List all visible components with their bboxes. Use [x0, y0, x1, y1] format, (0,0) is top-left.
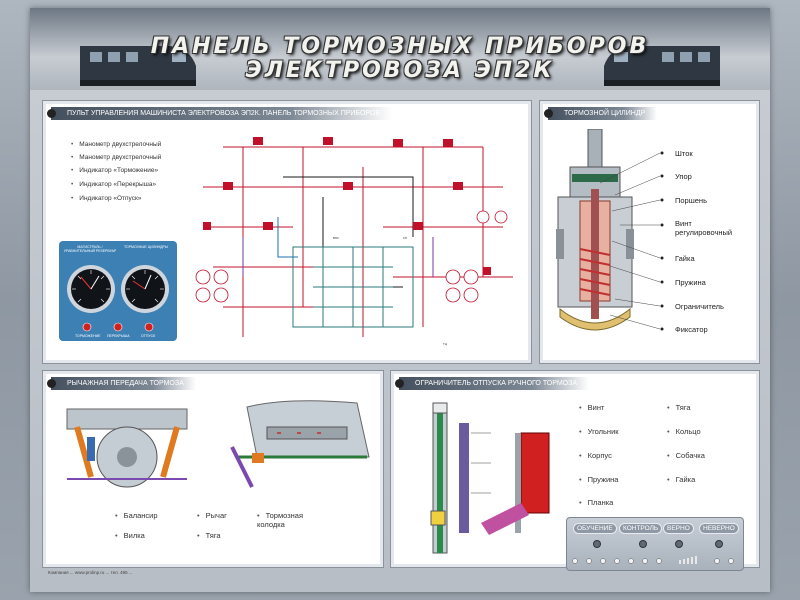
limiter-label: Корпус — [579, 451, 612, 460]
level-indicator — [572, 556, 734, 564]
dual-gauges — [67, 265, 169, 332]
limiter-label: Собачка — [667, 451, 705, 460]
indicator-lamp — [113, 322, 123, 332]
limiter-label: Пружина — [579, 475, 619, 484]
pneumatic-scheme: ВПК КП ТЦ — [195, 137, 513, 346]
lever-label: Рычаг — [197, 511, 227, 520]
locomotive-right — [604, 46, 720, 86]
indicator-lamp — [82, 322, 92, 332]
lamp-label: ОТПУСК — [141, 334, 156, 338]
correct-button[interactable]: ВЕРНО — [663, 523, 694, 534]
cylinder-label: Ограничитель — [675, 302, 724, 311]
gauge-right — [121, 265, 169, 313]
header-banner: ПАНЕЛЬ ТОРМОЗНЫХ ПРИБОРОВ ЭЛЕКТРОВОЗА ЭП… — [30, 8, 770, 90]
gauge-console: МАГИСТРАЛЬ / УРАВНИТЕЛЬНЫЙ РЕЗЕРВУАР ТОР… — [59, 241, 177, 341]
list-item: Манометр двухстрелочный — [71, 154, 161, 161]
lever-drawing — [66, 400, 370, 488]
cylinder-label: Поршень — [675, 196, 707, 205]
locomotive-left — [80, 46, 196, 86]
lever-label: Тормозная колодка — [257, 511, 327, 529]
lever-label: Тяга — [197, 531, 221, 540]
list-item: Индикатор «Отпуск» — [71, 195, 141, 202]
cylinder-drawing — [556, 129, 634, 331]
limiter-drawing — [430, 402, 550, 554]
panel-cylinder-title: ТОРМОЗНОЙ ЦИЛИНДР — [543, 107, 658, 120]
quiz-control-panel: ОБУЧЕНИЕ КОНТРОЛЬ ВЕРНО НЕВЕРНО — [566, 517, 744, 571]
correct-led — [675, 540, 683, 548]
wrong-led — [715, 540, 723, 548]
training-button[interactable]: ОБУЧЕНИЕ — [573, 523, 617, 534]
cylinder-label: Фиксатор — [675, 325, 708, 334]
lever-label: Вилка — [115, 531, 145, 540]
panel-lever-title: РЫЧАЖНАЯ ПЕРЕДАЧА ТОРМОЗА — [47, 377, 196, 390]
gauge-left — [67, 265, 115, 313]
lever-label: Балансир — [115, 511, 158, 520]
svg-text:КП: КП — [403, 236, 407, 240]
limiter-label: Тяга — [667, 403, 691, 412]
limiter-label: Планка — [579, 498, 614, 507]
wrong-button[interactable]: НЕВЕРНО — [699, 523, 739, 534]
cylinder-leader-lines — [599, 151, 664, 331]
panel-control-title: ПУЛЬТ УПРАВЛЕНИЯ МАШИНИСТА ЭЛЕКТРОВОЗА Э… — [46, 107, 393, 120]
control-led — [639, 540, 647, 548]
limiter-label: Угольник — [579, 427, 619, 436]
cylinder-label: Винт регулировочный — [675, 219, 733, 237]
cylinder-label: Пружина — [675, 278, 706, 287]
panel-control-desk: ПУЛЬТ УПРАВЛЕНИЯ МАШИНИСТА ЭЛЕКТРОВОЗА Э… — [42, 100, 532, 364]
training-led — [593, 540, 601, 548]
list-item: Индикатор «Торможение» — [71, 167, 158, 174]
list-item: Индикатор «Перекрыша» — [71, 181, 156, 188]
indicator-lamp — [144, 322, 154, 332]
panel-limiter-title: ОГРАНИЧИТЕЛЬ ОТПУСКА РУЧНОГО ТОРМОЗА — [395, 377, 589, 390]
control-button[interactable]: КОНТРОЛЬ — [619, 523, 663, 534]
panel-brake-cylinder: ТОРМОЗНОЙ ЦИЛИНДР Шток Упор Поршень Винт… — [539, 100, 760, 364]
cylinder-label: Шток — [675, 149, 693, 158]
limiter-label: Кольцо — [667, 427, 701, 436]
panel-lever-transmission: РЫЧАЖНАЯ ПЕРЕДАЧА ТОРМОЗА Балансир Вилка… — [42, 370, 384, 568]
gauge-caption-left: МАГИСТРАЛЬ / УРАВНИТЕЛЬНЫЙ РЕЗЕРВУАР — [63, 245, 117, 253]
list-item: Манометр двухстрелочный — [71, 141, 161, 148]
svg-text:ТЦ: ТЦ — [443, 342, 448, 346]
lamp-label: ПЕРЕКРЫША — [107, 334, 130, 338]
title-line-1: ПАНЕЛЬ ТОРМОЗНЫХ ПРИБОРОВ — [150, 34, 650, 59]
limiter-label: Винт — [579, 403, 605, 412]
limiter-label: Гайка — [667, 475, 696, 484]
gauge-caption-right: ТОРМОЗНЫЕ ЦИЛИНДРЫ — [124, 245, 168, 249]
title-line-2: ЭЛЕКТРОВОЗА ЭП2К — [245, 58, 555, 83]
svg-text:ВПК: ВПК — [333, 236, 339, 240]
footer-credits: Компания ... www.prolinp.ru ... тел. 495… — [48, 570, 133, 575]
cylinder-label: Упор — [675, 172, 692, 181]
lamp-label: ТОРМОЖЕНИЕ — [75, 334, 101, 338]
cylinder-label: Гайка — [675, 254, 695, 263]
